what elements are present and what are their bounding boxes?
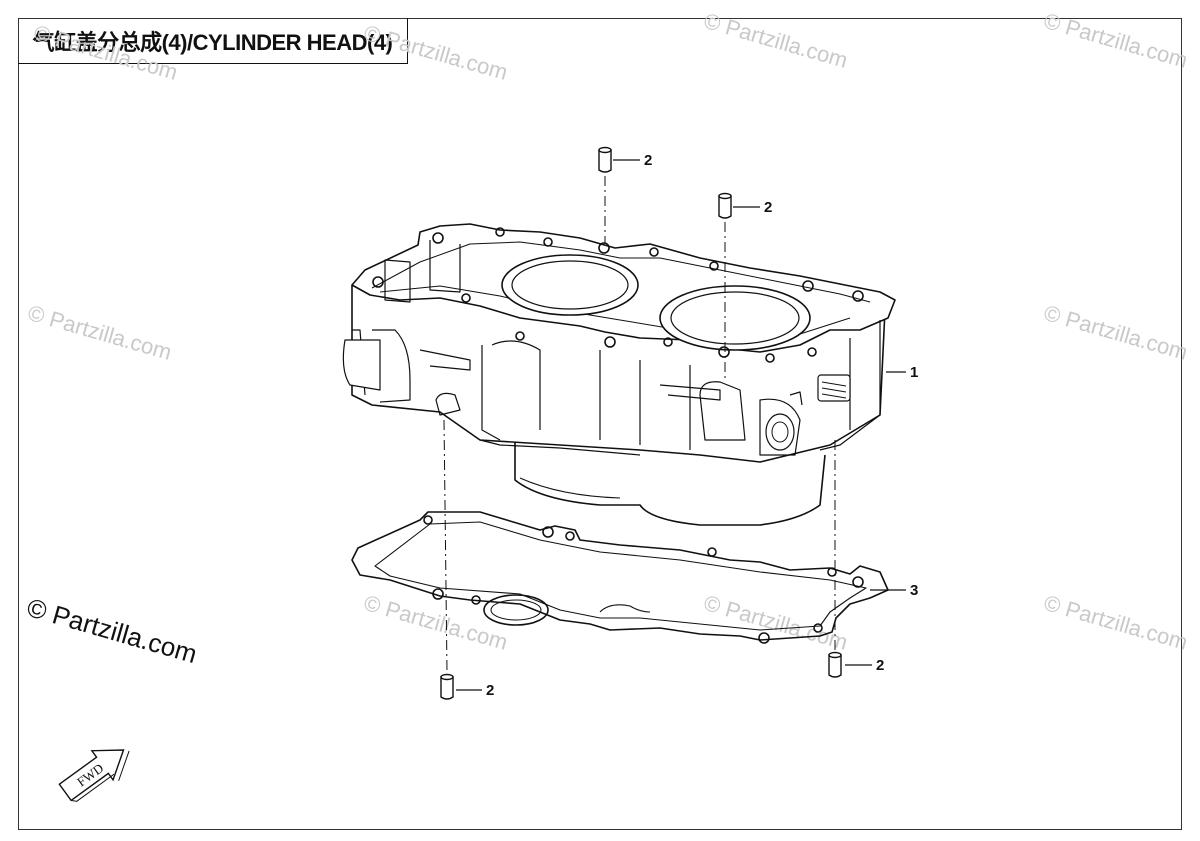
callout-3[interactable]: 3 bbox=[910, 582, 918, 599]
dowel-pin[interactable] bbox=[718, 192, 732, 219]
dowel-pin[interactable] bbox=[598, 146, 612, 173]
diagram-frame bbox=[18, 18, 1182, 830]
callout-2[interactable]: 2 bbox=[486, 682, 494, 699]
callout-2[interactable]: 2 bbox=[644, 152, 652, 169]
diagram-title: 气缸盖分总成(4)/CYLINDER HEAD(4) bbox=[18, 18, 408, 64]
cylinder-block[interactable] bbox=[342, 223, 896, 526]
callout-1[interactable]: 1 bbox=[910, 364, 918, 381]
alignment-lines bbox=[443, 176, 836, 673]
callout-2[interactable]: 2 bbox=[764, 199, 772, 216]
dowel-pin[interactable] bbox=[828, 651, 842, 678]
cylinder-gasket[interactable] bbox=[351, 511, 889, 644]
fwd-arrow-icon: FWD bbox=[58, 749, 130, 802]
callout-leaders bbox=[456, 159, 906, 691]
callout-2[interactable]: 2 bbox=[876, 657, 884, 674]
dowel-pin[interactable] bbox=[440, 673, 454, 700]
